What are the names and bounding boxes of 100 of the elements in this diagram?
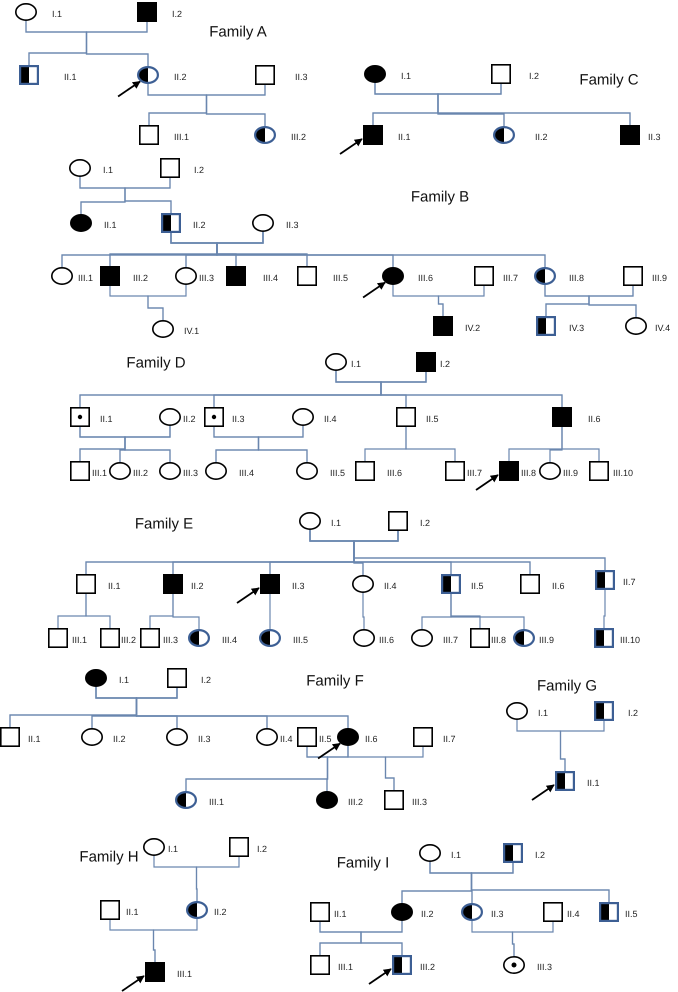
individual-id: II.3 <box>295 72 308 83</box>
individual-id: II.6 <box>588 414 601 425</box>
individual-id: III.1 <box>338 962 354 973</box>
pedigree-line <box>124 178 172 213</box>
individual-id: III.7 <box>503 273 518 284</box>
pedigree-line <box>588 286 637 317</box>
individual-id: III.1 <box>174 132 190 143</box>
individual-id: I.1 <box>168 844 178 855</box>
individual-id: IV.2 <box>465 323 480 334</box>
family-title: Family C <box>579 72 639 88</box>
individual-id: III.1 <box>78 273 94 284</box>
individual-id: IV.3 <box>569 323 584 334</box>
individual-id: III.3 <box>199 273 214 284</box>
family-title: Family B <box>410 188 470 206</box>
individual-id: I.2 <box>440 359 450 370</box>
pedigree-line <box>147 285 187 320</box>
individual-id: II.1 <box>104 220 117 231</box>
individual-id: II.2 <box>191 581 204 592</box>
individual-id: II.1 <box>64 72 77 83</box>
pedigree-line <box>470 863 610 902</box>
family-title: Family E <box>134 516 194 532</box>
family-title: Family D <box>126 354 186 372</box>
individual-id: III.5 <box>333 273 348 284</box>
individual-id: III.4 <box>263 273 278 284</box>
individual-id: II.3 <box>286 220 299 231</box>
pedigree-line <box>136 688 349 728</box>
individual-id: II.3 <box>292 581 305 592</box>
family-title: Family G <box>537 678 597 694</box>
individual-id: I.1 <box>119 675 130 686</box>
individual-id: II.1 <box>108 581 121 592</box>
proband-arrow <box>122 975 145 992</box>
individual-id: III.5 <box>293 635 308 646</box>
individual-id: IV.4 <box>655 323 670 334</box>
individual-id: II.2 <box>183 414 196 425</box>
pedigree-line <box>258 426 308 462</box>
individual-id: II.1 <box>398 132 411 143</box>
individual-id: II.2 <box>214 907 227 918</box>
individual-id: III.4 <box>239 468 254 479</box>
pedigree-line <box>85 594 111 628</box>
individual-id: III.1 <box>72 635 88 646</box>
individual-id: I.1 <box>451 850 462 861</box>
individual-id: III.3 <box>412 797 428 808</box>
individual-id: III.8 <box>521 468 536 479</box>
individual-id: II.3 <box>491 909 504 920</box>
pedigree-line <box>561 427 600 461</box>
individual-id: II.2 <box>193 220 206 231</box>
individual-id: III.3 <box>163 635 178 646</box>
individual-id: III.1 <box>177 969 192 980</box>
individual-id: II.3 <box>232 414 245 425</box>
individual-id: II.1 <box>334 909 347 920</box>
proband-arrow <box>476 474 499 491</box>
individual-id: III.2 <box>133 273 148 284</box>
individual-id: II.1 <box>28 734 41 745</box>
individual-id: I.2 <box>172 9 182 20</box>
pedigree-line <box>353 531 606 570</box>
individual-id: II.3 <box>648 132 661 143</box>
family-title: Family H <box>79 848 139 866</box>
proband-arrow <box>318 742 341 760</box>
proband-arrow <box>362 282 386 298</box>
proband-arrow <box>532 784 555 801</box>
pedigree-line <box>405 427 456 461</box>
individual-id: II.5 <box>426 414 439 425</box>
individual-id: II.7 <box>623 577 636 588</box>
individual-id: II.2 <box>174 72 187 83</box>
individual-id: III.9 <box>652 273 668 284</box>
proband-arrow <box>118 80 141 98</box>
individual-id: III.5 <box>330 468 346 479</box>
proband-arrow <box>340 138 363 155</box>
individual-id: II.6 <box>365 734 378 745</box>
pedigree-line <box>512 922 554 956</box>
pedigree-line <box>560 721 605 771</box>
individual-id: II.4 <box>567 909 580 920</box>
individual-id: III.8 <box>569 273 584 284</box>
individual-id: II.7 <box>443 734 456 745</box>
individual-id: III.9 <box>539 635 554 646</box>
pedigree-line <box>380 372 563 407</box>
individual-id: I.2 <box>194 165 204 176</box>
individual-id: III.6 <box>387 468 402 479</box>
individual-id: I.1 <box>331 518 342 529</box>
proband-arrow <box>236 587 260 604</box>
pedigree-line <box>438 286 485 316</box>
individual-id: I.2 <box>628 708 638 719</box>
individual-id: I.1 <box>52 9 62 20</box>
individual-id: III.6 <box>418 273 434 284</box>
individual-id: III.2 <box>121 635 136 646</box>
individual-id: II.3 <box>198 734 211 745</box>
individual-id: II.5 <box>471 581 484 592</box>
pedigree-line <box>603 590 606 628</box>
individual-id: III.10 <box>613 468 634 479</box>
individual-id: III.2 <box>348 797 364 808</box>
pedigree-line <box>206 85 266 126</box>
individual-id: III.7 <box>467 468 482 479</box>
individual-id: III.8 <box>491 635 506 646</box>
individual-id: II.5 <box>625 909 638 920</box>
proband-arrow <box>368 968 392 985</box>
pedigree-line <box>362 593 365 629</box>
pedigree-line <box>450 594 525 629</box>
family-title: Family I <box>336 854 390 872</box>
individual-id: III.2 <box>291 132 306 143</box>
individual-id: I.1 <box>351 359 362 370</box>
